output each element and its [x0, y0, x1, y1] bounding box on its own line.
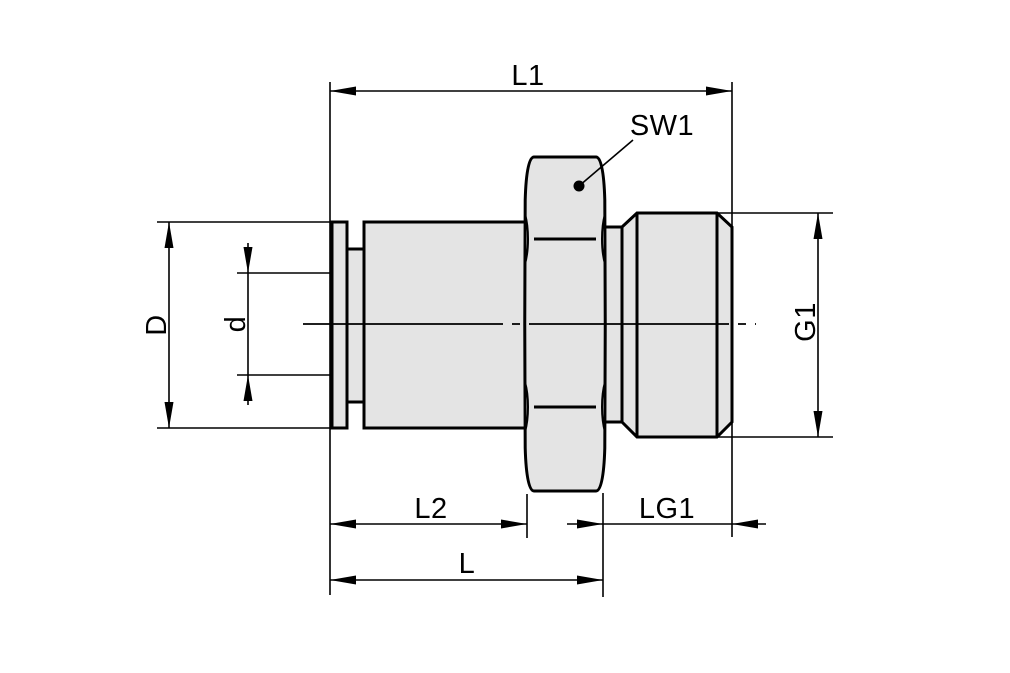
hex-edge-arc	[601, 381, 606, 433]
arrowhead	[243, 375, 253, 401]
label-SW1: SW1	[630, 110, 694, 142]
hex-edge-arc	[524, 381, 529, 433]
label-L1: L1	[511, 60, 544, 92]
arrowhead	[164, 222, 174, 248]
arrowhead	[330, 86, 356, 96]
arrowhead	[577, 575, 603, 585]
arrowhead	[501, 519, 527, 529]
arrowhead	[164, 402, 174, 428]
leader-line	[578, 139, 634, 187]
arrowhead	[732, 519, 758, 529]
label-d: d	[220, 316, 252, 333]
hex-edge-arc	[601, 213, 606, 265]
dimension-lines	[164, 86, 823, 585]
fitting-body	[362, 220, 542, 430]
arrowhead	[813, 213, 823, 239]
label-L: L	[459, 548, 476, 580]
sw1-leader	[573, 139, 634, 192]
fitting-collet-flange	[330, 220, 349, 430]
arrowhead	[330, 575, 356, 585]
label-D: D	[141, 314, 173, 335]
hex-edge-arc	[524, 213, 529, 265]
arrowhead	[706, 86, 732, 96]
dimension-labels: L1 SW1 D d G1 L2 LG1 L	[141, 60, 822, 580]
fitting-neck	[345, 247, 366, 404]
arrowhead	[243, 247, 253, 273]
label-L2: L2	[414, 493, 447, 525]
leader-dot	[573, 180, 585, 192]
extension-lines	[157, 82, 833, 597]
label-G1: G1	[790, 302, 822, 342]
arrowhead	[330, 519, 356, 529]
label-LG1: LG1	[639, 493, 695, 525]
arrowhead	[813, 411, 823, 437]
arrowhead	[577, 519, 603, 529]
